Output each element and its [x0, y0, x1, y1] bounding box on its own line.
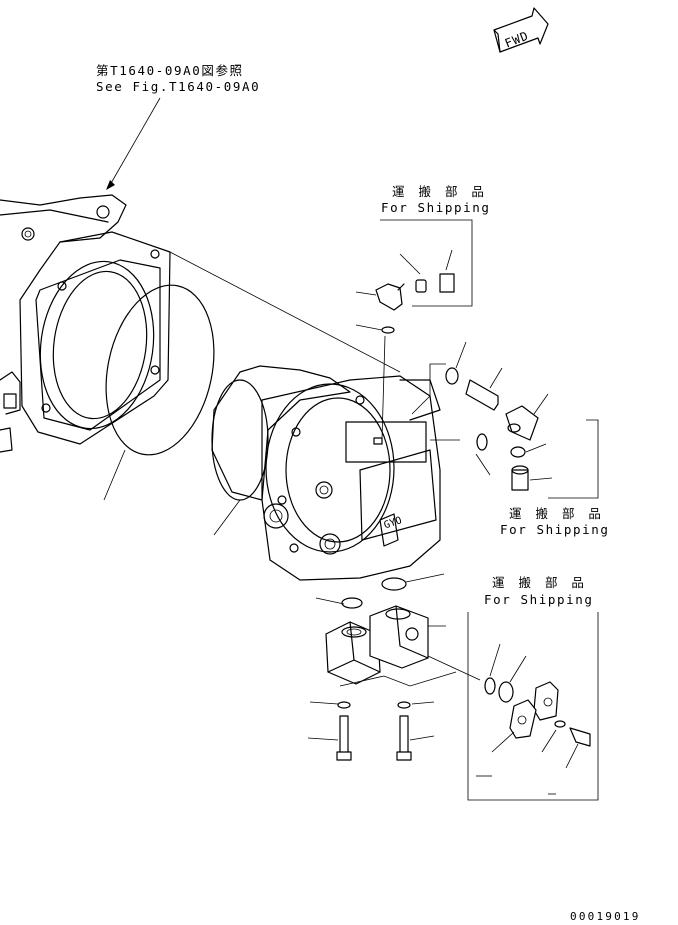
o-ring-6 [498, 681, 514, 703]
small-o-ring-1 [381, 326, 395, 334]
washer-3 [554, 720, 566, 728]
plug-2 [510, 443, 547, 458]
small-o-ring-2 [476, 433, 488, 451]
shipping-group-3-label-jp: 運 搬 部 品 [492, 575, 589, 590]
shipping-group-3-label-en: For Shipping [484, 592, 594, 607]
swivel-elbow [505, 393, 549, 441]
shipping-group-2-label-en: For Shipping [500, 522, 610, 537]
bolt-left [307, 715, 352, 761]
bolt-3 [565, 727, 591, 769]
reference-leader-line [109, 97, 161, 186]
travel-frame-housing [0, 194, 401, 453]
shipping-group-2-label-jp: 運 搬 部 品 [509, 506, 606, 521]
reference-label-en: See Fig.T1640-09A0 [96, 79, 261, 94]
large-o-ring [105, 284, 215, 456]
shipping-group-1-label-jp: 運 搬 部 品 [392, 184, 489, 199]
washer-left [337, 701, 351, 709]
split-flange-bottom [491, 699, 537, 753]
shipping-group-1-bracket [380, 219, 473, 307]
shipping-group-3-bracket [467, 612, 599, 801]
fwd-arrow-icon: FWD [493, 7, 549, 53]
flange-block-left [325, 621, 381, 685]
flange-block-right [369, 605, 429, 669]
shipping-group-1-label-en: For Shipping [381, 200, 491, 215]
washer-right [397, 701, 411, 709]
drawing-number: 00019019 [570, 910, 641, 923]
nut-2 [511, 465, 553, 491]
o-ring-5 [484, 677, 496, 695]
part-tag: GYO [383, 515, 404, 531]
washer [445, 367, 459, 385]
nut [439, 249, 455, 293]
bolt-right [396, 715, 435, 761]
shipping-group-2-bracket [548, 419, 599, 499]
split-flange-top [533, 681, 559, 721]
o-ring-3 [381, 577, 407, 591]
reference-label-jp: 第T1640-09A0図参照 [96, 63, 244, 78]
plug [399, 253, 427, 293]
elbow-fitting [375, 283, 405, 311]
travel-motor-assembly: GYO [211, 365, 441, 581]
o-ring-4 [341, 597, 363, 609]
hollow-bolt [465, 367, 503, 411]
